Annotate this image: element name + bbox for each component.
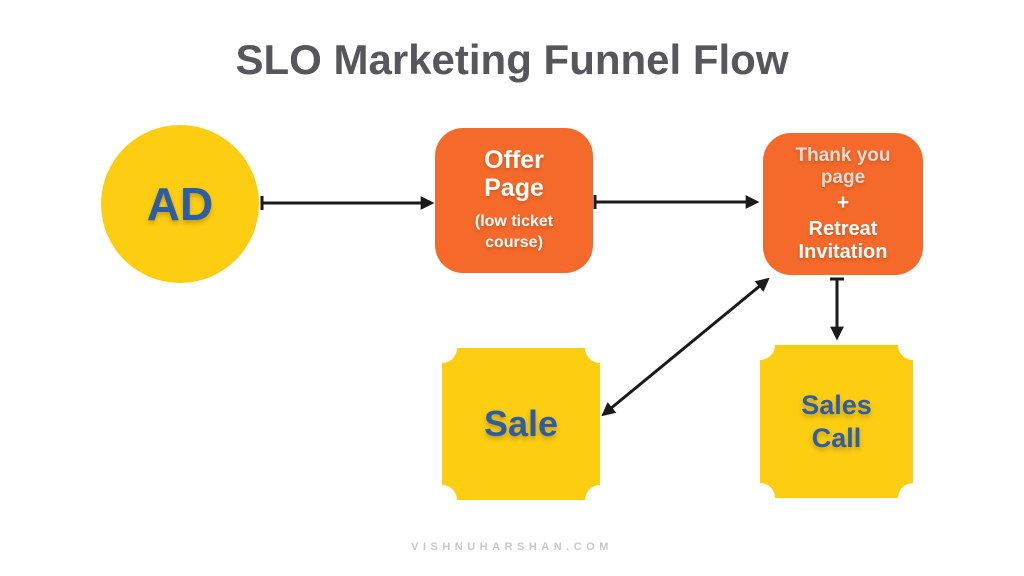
- arrow-offer-to-thankyou: [593, 195, 760, 209]
- arrow-ad-to-offer: [260, 196, 435, 210]
- watermark: VISHNUHARSHAN.COM: [411, 541, 613, 553]
- thank-you-page-shape: [763, 133, 923, 275]
- page-title: SLO Marketing Funnel Flow: [235, 36, 789, 83]
- ad-circle-shape: [101, 125, 259, 283]
- arrow-thankyou-to-salescall: [830, 277, 844, 341]
- sales-call-badge-shape: [760, 345, 913, 498]
- arrow-thankyou-to-sale: [601, 277, 770, 417]
- offer-page-shape: [435, 128, 593, 273]
- sale-badge-shape: [442, 348, 600, 500]
